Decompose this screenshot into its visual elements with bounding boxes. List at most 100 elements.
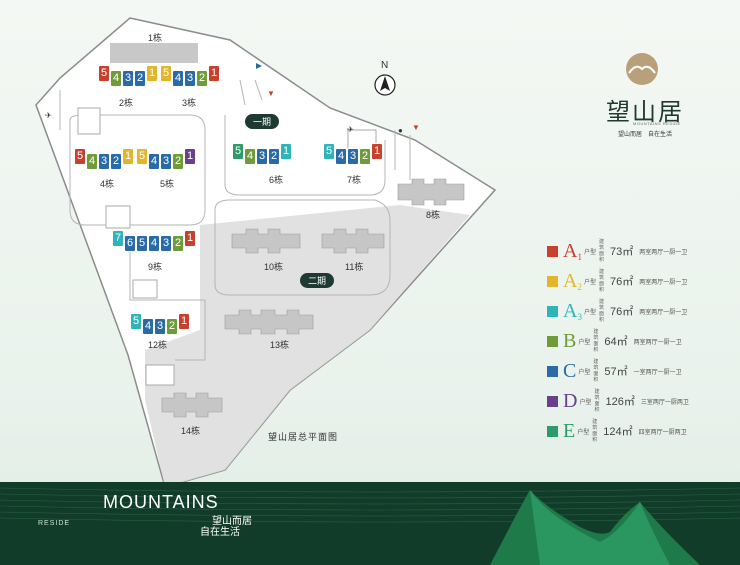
legend-desc: 两室两厅一厨一卫 — [639, 279, 688, 286]
building-label-7: 7栋 — [347, 175, 362, 185]
unit-cell: 4 — [110, 70, 122, 87]
unit-cell: 1 — [280, 143, 292, 160]
unit-cell: 2 — [172, 153, 184, 170]
unit-cell: 3 — [122, 70, 134, 87]
legend-letter: E — [563, 420, 576, 442]
unit-cell: 4 — [148, 153, 160, 170]
footer-tagline-1: 望山而居 — [212, 516, 252, 527]
unit-cell: 3 — [184, 70, 196, 87]
unit-cell: 4 — [335, 148, 347, 165]
legend-desc: 一室两厅一厨一卫 — [633, 369, 682, 376]
legend-letter: C — [563, 360, 577, 382]
legend-swatch — [547, 335, 558, 347]
legend-area-label: 建筑面积 — [593, 359, 599, 383]
legend-desc: 两室两厅一厨一卫 — [633, 339, 682, 346]
unit-cell: 1 — [146, 65, 158, 82]
entrance-marker-icon: ▼ — [267, 89, 275, 98]
logo-slogan: 望山而居 自在生活 — [618, 132, 673, 138]
unit-cell: 5 — [232, 143, 244, 160]
building-label-12: 12栋 — [148, 340, 168, 350]
legend-sub: 3 — [577, 312, 582, 322]
unit-cell: 2 — [172, 235, 184, 252]
unit-cell: 1 — [208, 65, 220, 82]
grey-buildings — [161, 178, 465, 418]
legend-type: 户型 — [578, 369, 591, 376]
unit-cell: 5 — [74, 148, 86, 165]
phase-1-badge: 一期 — [245, 114, 280, 129]
unit-cell: 6 — [124, 235, 136, 252]
unit-cell: 4 — [172, 70, 184, 87]
unit-cell: 2 — [196, 70, 208, 87]
building-14-footprint — [161, 392, 223, 418]
entrance-marker-icon: ▼ — [412, 123, 420, 132]
building-label-9: 9栋 — [148, 262, 163, 272]
unit-cell: 3 — [160, 235, 172, 252]
building-label-6: 6栋 — [269, 175, 284, 185]
legend-type: 户型 — [577, 429, 590, 436]
legend-area-label: 建筑面积 — [598, 239, 604, 263]
building-label-4: 4栋 — [100, 179, 115, 189]
map-title: 望山居总平面图 — [268, 432, 339, 442]
legend-desc: 三室两厅一厨两卫 — [640, 399, 689, 406]
shed — [77, 107, 101, 135]
phase-2-badge: 二期 — [300, 273, 335, 288]
unit-cell: 5 — [136, 235, 148, 252]
building-label-11: 11栋 — [345, 262, 364, 272]
legend-desc: 四室两厅一厨两卫 — [638, 429, 687, 436]
unit-cell: 5 — [160, 65, 172, 82]
building-11-footprint — [321, 228, 385, 254]
unit-cell: 1 — [184, 148, 196, 165]
footer-reside: RESIDE — [38, 520, 71, 527]
unit-cell: 4 — [142, 318, 154, 335]
mountain-logo-icon — [626, 53, 658, 85]
unit-cell: 3 — [98, 153, 110, 170]
unit-cell: 3 — [154, 318, 166, 335]
legend-area: 73㎡ — [609, 246, 634, 258]
building-label-10: 10栋 — [264, 262, 284, 272]
unit-cell: 2 — [134, 70, 146, 87]
compass-n-label: N — [381, 60, 389, 71]
legend-area: 64㎡ — [604, 336, 628, 348]
building-8-footprint — [397, 178, 465, 206]
building-13-footprint — [224, 309, 314, 335]
legend-area-label: 建筑面积 — [598, 269, 604, 293]
legend-swatch — [547, 305, 558, 317]
unit-cell: 3 — [256, 148, 268, 165]
legend-type: 户型 — [583, 279, 596, 286]
building-10-footprint — [231, 228, 301, 254]
logo-brand-cn: 望山居 — [606, 100, 684, 126]
legend-letter: A — [563, 240, 578, 262]
unit-cell: 2 — [268, 148, 280, 165]
legend-type: 户型 — [579, 399, 592, 406]
legend-desc: 两室两厅一厨一卫 — [639, 249, 688, 256]
entrance-marker-icon — [256, 63, 262, 69]
phase2-area — [145, 205, 470, 487]
unit-cell: 3 — [347, 148, 359, 165]
legend-letter: B — [563, 330, 577, 352]
footer-mountains-icon — [0, 487, 740, 565]
legend-swatch — [547, 275, 558, 287]
legend-area-label: 建筑面积 — [592, 419, 598, 443]
gate-marker-icon: ● — [398, 126, 403, 135]
building-label-2: 2栋 — [119, 98, 134, 108]
building-label-14: 14栋 — [181, 426, 201, 436]
unit-cell: 2 — [110, 153, 122, 170]
legend-area: 57㎡ — [604, 366, 628, 378]
footer-tagline-2: 自在生活 — [200, 527, 240, 538]
unit-cell: 1 — [184, 230, 196, 247]
legend-area: 126㎡ — [605, 396, 635, 408]
legend-swatch — [547, 425, 558, 437]
shed — [132, 279, 158, 299]
legend-area: 124㎡ — [603, 426, 633, 438]
